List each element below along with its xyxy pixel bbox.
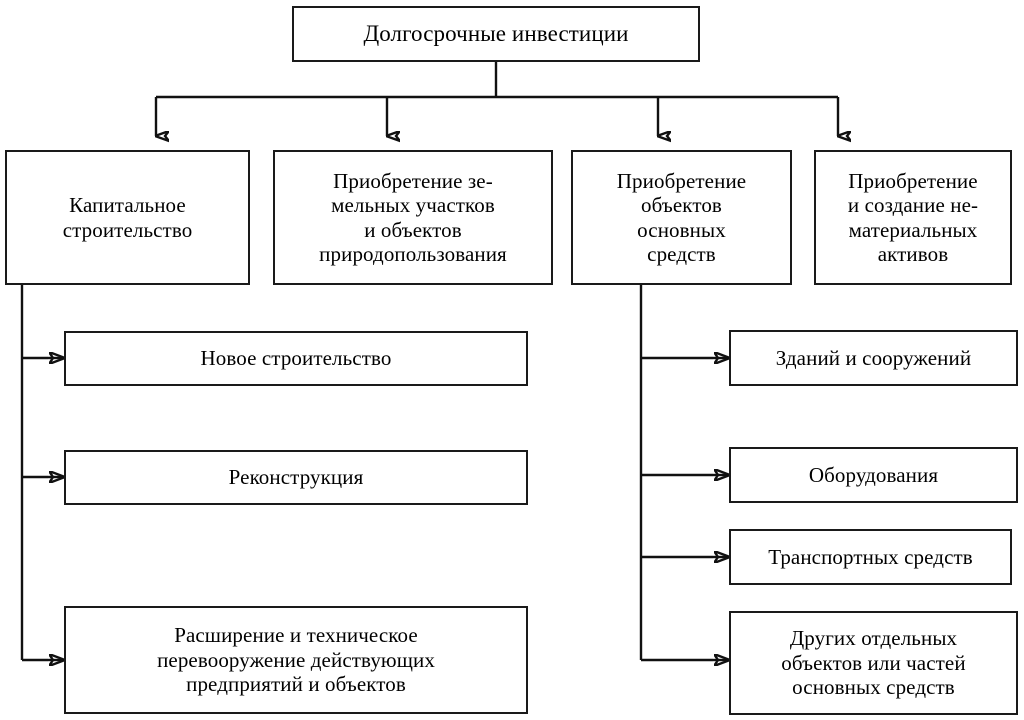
category-node-intangible-assets[interactable]: Приобретение и создание не- материальных… <box>814 150 1012 285</box>
root-node-long-term-investments[interactable]: Долгосрочные инвестиции <box>292 6 700 62</box>
leaf-node-vehicles[interactable]: Транспортных средств <box>729 529 1012 585</box>
category-node-capital-construction[interactable]: Капитальное строительство <box>5 150 250 285</box>
category-node-fixed-assets-acquisition[interactable]: Приобретение объектов основных средств <box>571 150 792 285</box>
leaf-node-buildings-structures[interactable]: Зданий и сооружений <box>729 330 1018 386</box>
leaf-node-reconstruction[interactable]: Реконструкция <box>64 450 528 505</box>
leaf-node-expansion-retooling[interactable]: Расширение и техническое перевооружение … <box>64 606 528 714</box>
leaf-node-new-construction[interactable]: Новое строительство <box>64 331 528 386</box>
leaf-node-equipment[interactable]: Оборудования <box>729 447 1018 503</box>
category-node-land-acquisition[interactable]: Приобретение зе- мельных участков и объе… <box>273 150 553 285</box>
leaf-node-other-separate-objects[interactable]: Других отдельных объектов или частей осн… <box>729 611 1018 715</box>
